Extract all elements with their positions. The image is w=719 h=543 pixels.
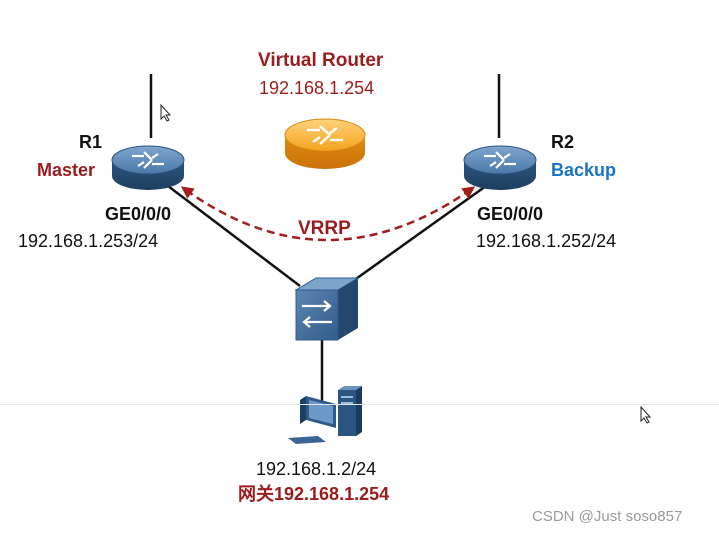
r2-role: Backup [551, 160, 617, 180]
computer-icon [288, 386, 362, 444]
router-icon [463, 145, 537, 190]
virtual-router-icon [284, 118, 366, 169]
r2-interface: GE0/0/0 [477, 204, 544, 224]
vrrp-label: VRRP [298, 218, 351, 239]
virtual-router-title: Virtual Router [258, 50, 384, 71]
r1-role: Master [37, 160, 96, 180]
cursor-icon [640, 406, 652, 424]
r1-ip: 192.168.1.253/24 [18, 231, 159, 251]
router-icon [111, 145, 185, 190]
r2-name: R2 [551, 132, 575, 152]
switch-icon [294, 277, 360, 341]
virtual-router-ip: 192.168.1.254 [259, 78, 375, 98]
r1-interface: GE0/0/0 [105, 204, 172, 224]
r2-switch-link [345, 184, 487, 288]
watermark: CSDN @Just soso857 [532, 508, 683, 525]
r1-name: R1 [79, 132, 103, 152]
host-ip: 192.168.1.2/24 [256, 459, 377, 479]
r2-ip: 192.168.1.252/24 [476, 231, 617, 251]
divider [0, 404, 719, 405]
cursor-icon [160, 104, 172, 122]
host-gateway: 网关192.168.1.254 [238, 484, 390, 504]
r1-switch-link [167, 185, 301, 287]
vrrp-link [180, 186, 476, 242]
